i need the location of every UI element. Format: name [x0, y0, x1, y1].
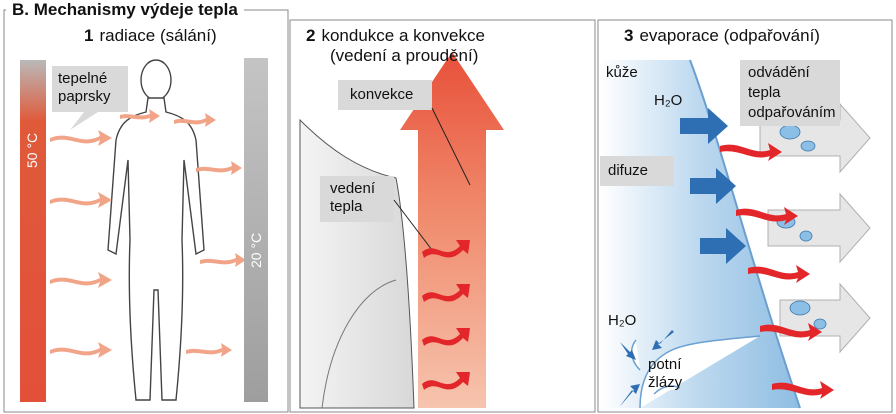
conduction-label-box — [320, 176, 394, 222]
rays-label-pointer — [70, 112, 98, 130]
conduction-label-line2: tepla — [330, 198, 363, 215]
panel-2-name: kondukce a konvekce — [321, 26, 485, 45]
conduction-label-line1: vedení — [330, 180, 376, 197]
evap-label-line3: odpařováním — [748, 104, 836, 121]
human-figure — [107, 59, 205, 401]
cool-wall — [244, 58, 268, 402]
skin-label: kůže — [606, 64, 638, 81]
evap-label-line1: odvádění — [748, 64, 810, 81]
panel-1-name: radiace (sálání) — [99, 26, 217, 45]
water-diffusion-arrows — [680, 108, 746, 264]
panel-3-title: 3 evaporace (odpařování) — [624, 26, 820, 46]
heat-ray-arrows — [50, 109, 246, 358]
panel-frame-evaporation — [597, 19, 893, 413]
convection-arrow — [400, 52, 504, 408]
rays-label-box — [52, 66, 128, 112]
body-contour — [321, 279, 397, 409]
panel-3-name: evaporace (odpařování) — [639, 26, 820, 45]
rays-label-line1: tepelné — [58, 70, 108, 87]
section-title: B. Mechanismy výdeje tepla — [6, 0, 244, 20]
sweat-gland — [630, 335, 761, 409]
panel-1-number: 1 — [84, 26, 94, 45]
panel-1-title: 1 radiace (sálání) — [84, 26, 217, 46]
diffusion-label-box — [600, 156, 674, 186]
temp-hot-label: 50 °C — [24, 132, 40, 168]
sweat-label-line1: potní — [648, 356, 682, 373]
skin-edge — [689, 59, 801, 409]
convection-label-box — [338, 80, 432, 110]
water-label-top: H₂O — [654, 92, 683, 109]
panel-2-number: 2 — [306, 26, 316, 45]
skin-band — [600, 60, 800, 408]
evap-label-line2: tepla — [748, 84, 781, 101]
conduction-arrows — [422, 240, 470, 390]
hot-wall — [20, 60, 46, 402]
water-label-bottom: H₂O — [608, 312, 637, 329]
panel-2-subtitle: (vedení a proudění) — [330, 46, 479, 65]
panel-2-title: 2 kondukce a konvekce — [306, 26, 485, 46]
evap-label-box — [740, 60, 840, 126]
conduction-pointer — [393, 199, 433, 251]
convection-label: konvekce — [350, 86, 414, 103]
diffusion-label: difuze — [608, 162, 649, 179]
panel-frame-conduction — [289, 19, 596, 413]
evaporation-cloud-arrows — [759, 102, 871, 354]
evaporation-heat-arrows — [720, 143, 834, 399]
sweat-label-line2: žlázy — [648, 374, 683, 391]
skin-surface — [299, 118, 415, 409]
convection-pointer — [431, 107, 471, 186]
gland-inflow-arrows — [618, 330, 674, 406]
rays-label-line2: paprsky — [58, 88, 111, 105]
temp-cool-label: 20 °C — [248, 232, 264, 268]
panel-3-number: 3 — [624, 26, 634, 45]
